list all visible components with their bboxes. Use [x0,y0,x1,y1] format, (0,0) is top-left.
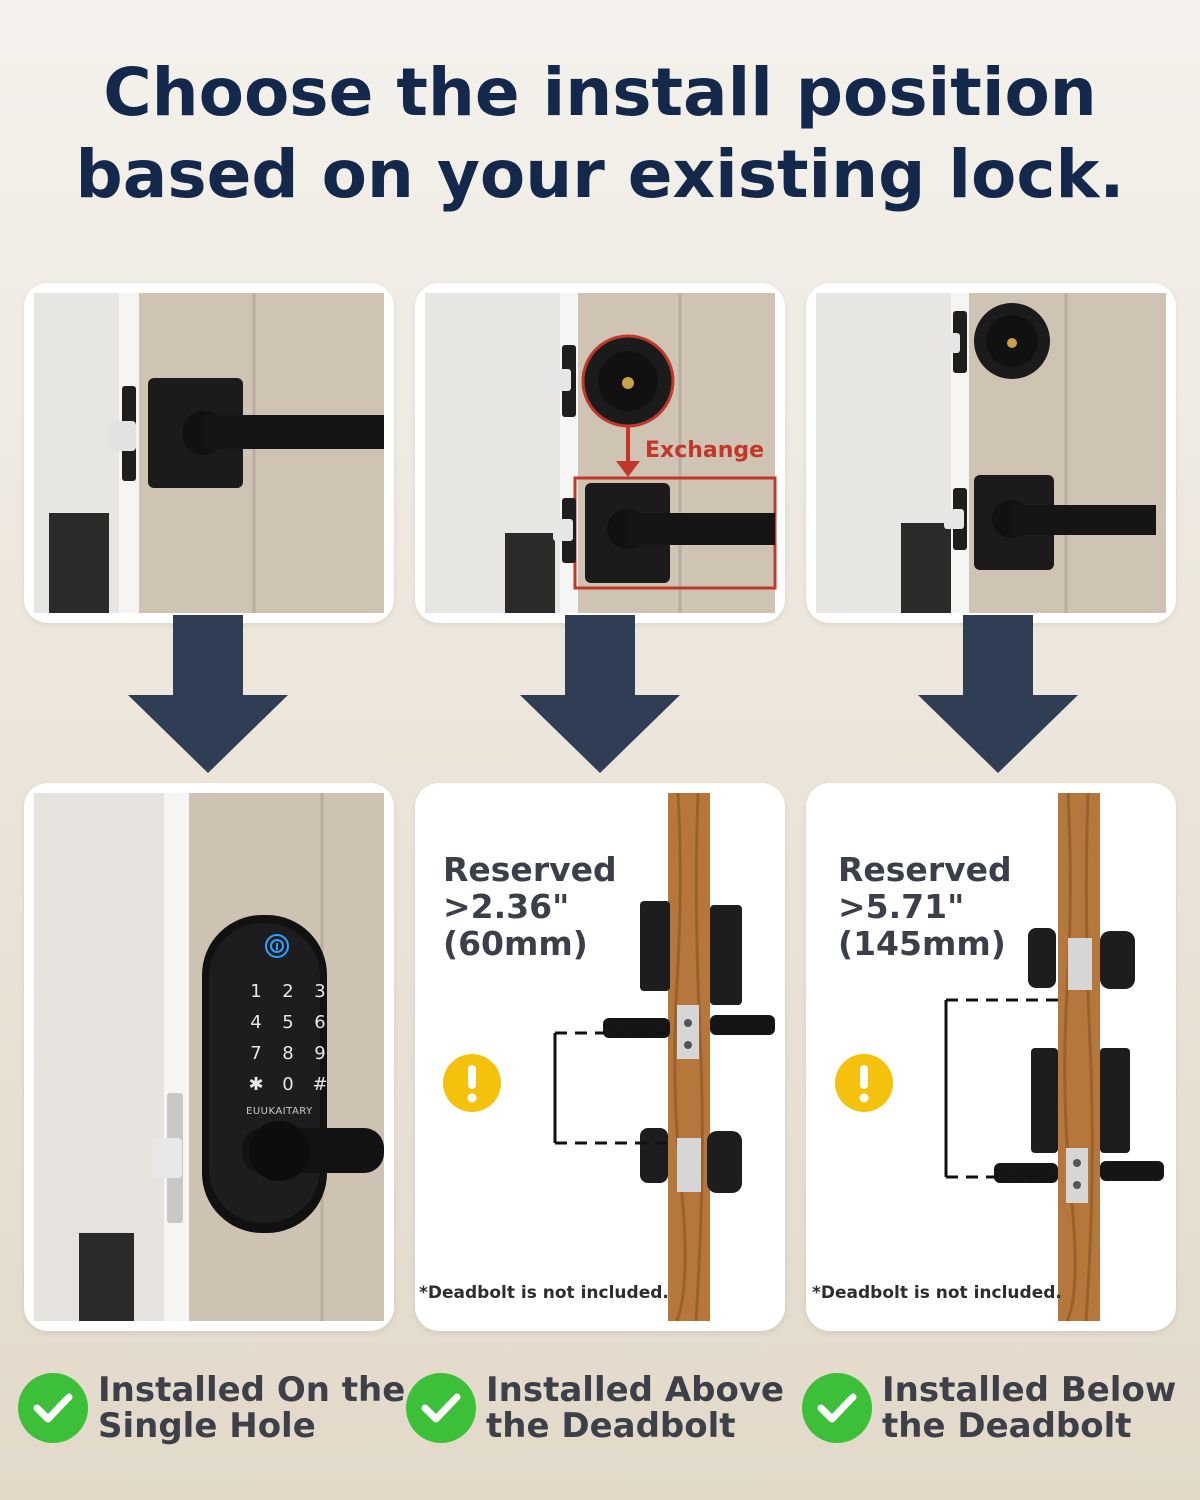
exchange-label: Exchange [645,438,765,463]
check-icon [802,1373,872,1443]
reserved-title: Reserved [443,850,617,889]
caption-single-hole: Installed On the Single Hole [18,1372,405,1444]
existing-lock-card-single-hole [24,283,394,623]
keypad-key[interactable]: # [312,1074,328,1095]
deadbolt-above-lever-illustration [816,293,1166,613]
reserved-spec-above: Reserved >2.36" (60mm) [443,851,617,962]
lever-and-deadbolt-illustration [425,293,777,613]
caption-line-2: the Deadbolt [486,1406,736,1446]
caption-below-deadbolt: Installed Below the Deadbolt [802,1372,1176,1444]
reserved-mm: (145mm) [838,924,1006,963]
lock-brand: EUUKAITARY [246,1106,313,1117]
reserved-spec-below: Reserved >5.71" (145mm) [838,851,1012,962]
caption-line-2: the Deadbolt [882,1406,1132,1446]
keypad: 1 2 3 4 5 6 7 8 9 ✱ 0 # [240,981,336,1095]
down-arrow-icon [918,615,1078,773]
existing-lock-card-with-deadbolt: Exchange [415,283,785,623]
keypad-key[interactable]: 1 [250,981,262,1002]
caption-line-1: Installed Below [882,1370,1177,1410]
deadbolt-not-included-note: *Deadbolt is not included. [419,1283,669,1303]
down-arrow-icon [520,615,680,773]
single-hole-lever-illustration [34,293,384,613]
page-headline: Choose the install position based on you… [0,52,1200,216]
caption-line-2: Single Hole [98,1406,316,1446]
keypad-key[interactable]: 3 [314,981,326,1002]
keypad-key[interactable]: 4 [250,1012,262,1033]
exchange-arrow-icon [616,461,640,477]
existing-lock-card-deadbolt-above [806,283,1176,623]
keypad-key[interactable]: 7 [250,1043,262,1064]
down-arrow-icon [128,615,288,773]
keypad-key[interactable]: 9 [314,1043,326,1064]
result-card-single-hole: 1 2 3 4 5 6 7 8 9 ✱ 0 # EUUKAITARY [24,783,394,1331]
caption-line-1: Installed On the [98,1370,406,1410]
keypad-key[interactable]: 5 [282,1012,294,1033]
reserved-title: Reserved [838,850,1012,889]
warning-icon [443,1054,501,1112]
check-icon [406,1373,476,1443]
keypad-key[interactable]: 6 [314,1012,326,1033]
deadbolt-not-included-note: *Deadbolt is not included. [812,1283,1062,1303]
caption-text: Installed Below the Deadbolt [882,1372,1176,1444]
reserved-inches: >2.36" [443,887,570,926]
result-card-above-deadbolt: Reserved >2.36" (60mm) *Deadbolt is not … [415,783,785,1331]
keypad-key[interactable]: ✱ [248,1074,264,1095]
keypad-key[interactable]: 0 [282,1074,294,1095]
caption-text: Installed On the Single Hole [98,1372,405,1444]
result-card-below-deadbolt: Reserved >5.71" (145mm) *Deadbolt is not… [806,783,1176,1331]
keypad-key[interactable]: 2 [282,981,294,1002]
above-deadbolt-side-view [553,792,775,1322]
check-icon [18,1373,88,1443]
fingerprint-icon [265,934,289,958]
caption-text: Installed Above the Deadbolt [486,1372,784,1444]
smart-lock-installed-illustration [34,793,384,1321]
reserved-mm: (60mm) [443,924,588,963]
keypad-key[interactable]: 8 [282,1043,294,1064]
reserved-inches: >5.71" [838,887,965,926]
headline-line-1: Choose the install position [103,54,1097,131]
warning-icon [835,1054,893,1112]
caption-line-1: Installed Above [486,1370,785,1410]
caption-above-deadbolt: Installed Above the Deadbolt [406,1372,784,1444]
headline-line-2: based on your existing lock. [75,136,1125,213]
below-deadbolt-side-view [944,792,1164,1322]
